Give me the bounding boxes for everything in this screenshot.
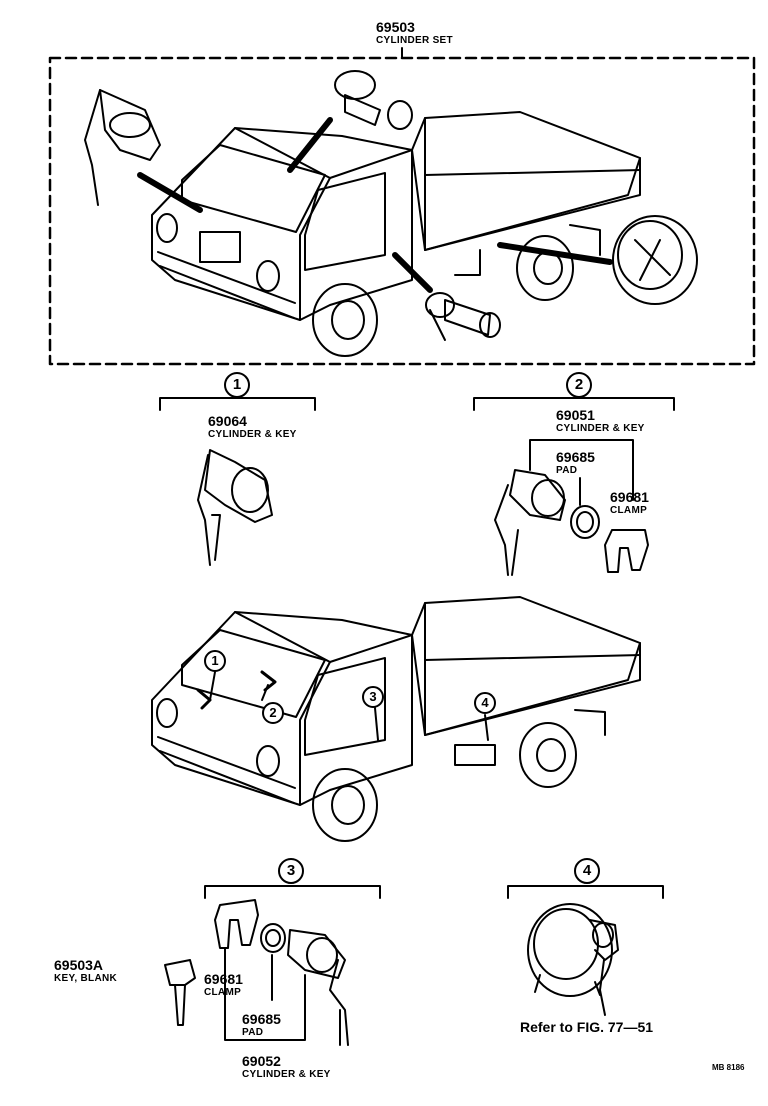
section-2-clamp-number: 69681 [610,489,649,505]
header-part-name: CYLINDER SET [376,35,453,46]
cylinder-key-2 [494,469,566,576]
section-2-pad-name: PAD [556,465,578,476]
section-1-part-name: CYLINDER & KEY [208,429,297,440]
section-2-bracket [473,397,675,411]
section-1-part-number: 69064 [208,413,247,429]
section-3-bracket [204,885,381,899]
section-2-part-name: CYLINDER & KEY [556,423,645,434]
pad-2 [570,505,600,539]
clamp-3 [214,899,259,949]
section-4-reference: Refer to FIG. 77—51 [520,1019,654,1035]
section-3-clamp-name: CLAMP [204,987,242,998]
truck-callout-1: 1 [204,650,226,672]
section-4-bracket [507,885,664,899]
section-3-pad-name: PAD [242,1027,264,1038]
section-4-number: 4 [574,858,600,884]
truck-middle-illustration [151,596,641,842]
pad-3 [260,923,286,953]
truck-callout-2: 2 [262,702,284,724]
cylinder-key-1 [197,449,273,566]
section-3-number: 3 [278,858,304,884]
truck-top-illustration [84,70,698,357]
section-3-part-name: CYLINDER & KEY [242,1069,331,1080]
section-3-pad-number: 69685 [242,1011,281,1027]
section-3-clamp-number: 69681 [204,971,243,987]
clamp-2 [604,529,649,573]
key-blank-3 [164,959,196,1026]
section-2-number: 2 [566,372,592,398]
section-3-part-number: 69052 [242,1053,281,1069]
section-1-number: 1 [224,372,250,398]
section-2-clamp-name: CLAMP [610,505,648,516]
cylinder-top-center [334,70,413,130]
key-blank-part-number: 69503A [54,957,104,973]
cylinder-top-door [425,292,501,341]
cylinder-key-3 [287,929,349,1046]
drawing-code: MB 8186 [712,1063,745,1072]
header-part-number: 69503 [376,19,415,35]
truck-callout-3: 3 [362,686,384,708]
section-1-bracket [159,397,316,411]
section-2-pad-number: 69685 [556,449,595,465]
fuel-cap-4 [527,903,619,1016]
section-2-part-number: 69051 [556,407,595,423]
cylinder-top-left [84,89,161,206]
key-blank-part-name: KEY, BLANK [54,973,118,984]
truck-callout-4: 4 [474,692,496,714]
